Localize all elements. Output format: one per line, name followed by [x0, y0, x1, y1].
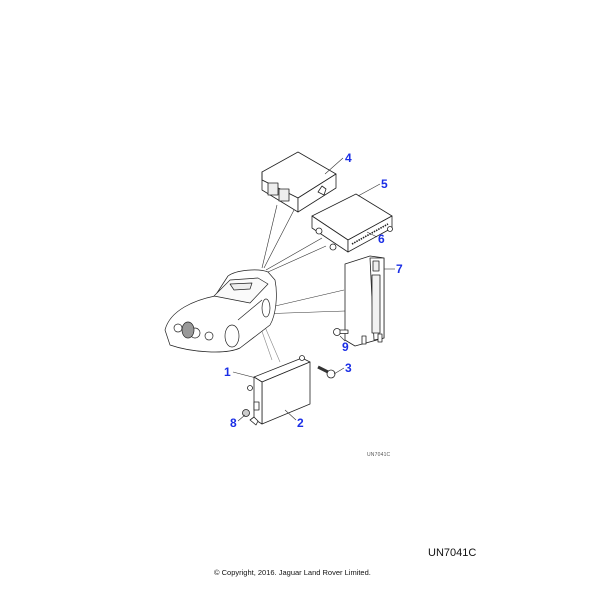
car-illustration	[164, 269, 277, 353]
callout-7[interactable]: 7	[396, 262, 403, 276]
callout-3[interactable]: 3	[345, 361, 352, 375]
callout-9[interactable]: 9	[342, 340, 349, 354]
module-4	[261, 151, 337, 213]
module-2	[247, 355, 311, 426]
bolt-3	[317, 365, 336, 379]
copyright-notice: © Copyright, 2016. Jaguar Land Rover Lim…	[214, 568, 371, 577]
callout-5[interactable]: 5	[381, 177, 388, 191]
nut-8	[242, 409, 250, 417]
callout-4[interactable]: 4	[345, 151, 352, 165]
illustration-ref-code: UN7041C	[428, 547, 477, 559]
callout-6[interactable]: 6	[378, 232, 385, 246]
callout-8[interactable]: 8	[230, 416, 237, 430]
callout-1[interactable]: 1	[224, 365, 231, 379]
screw-9	[333, 328, 349, 336]
illustration-ref-small: UN7041C	[367, 452, 391, 458]
module-7	[344, 255, 385, 347]
callout-2[interactable]: 2	[297, 416, 304, 430]
